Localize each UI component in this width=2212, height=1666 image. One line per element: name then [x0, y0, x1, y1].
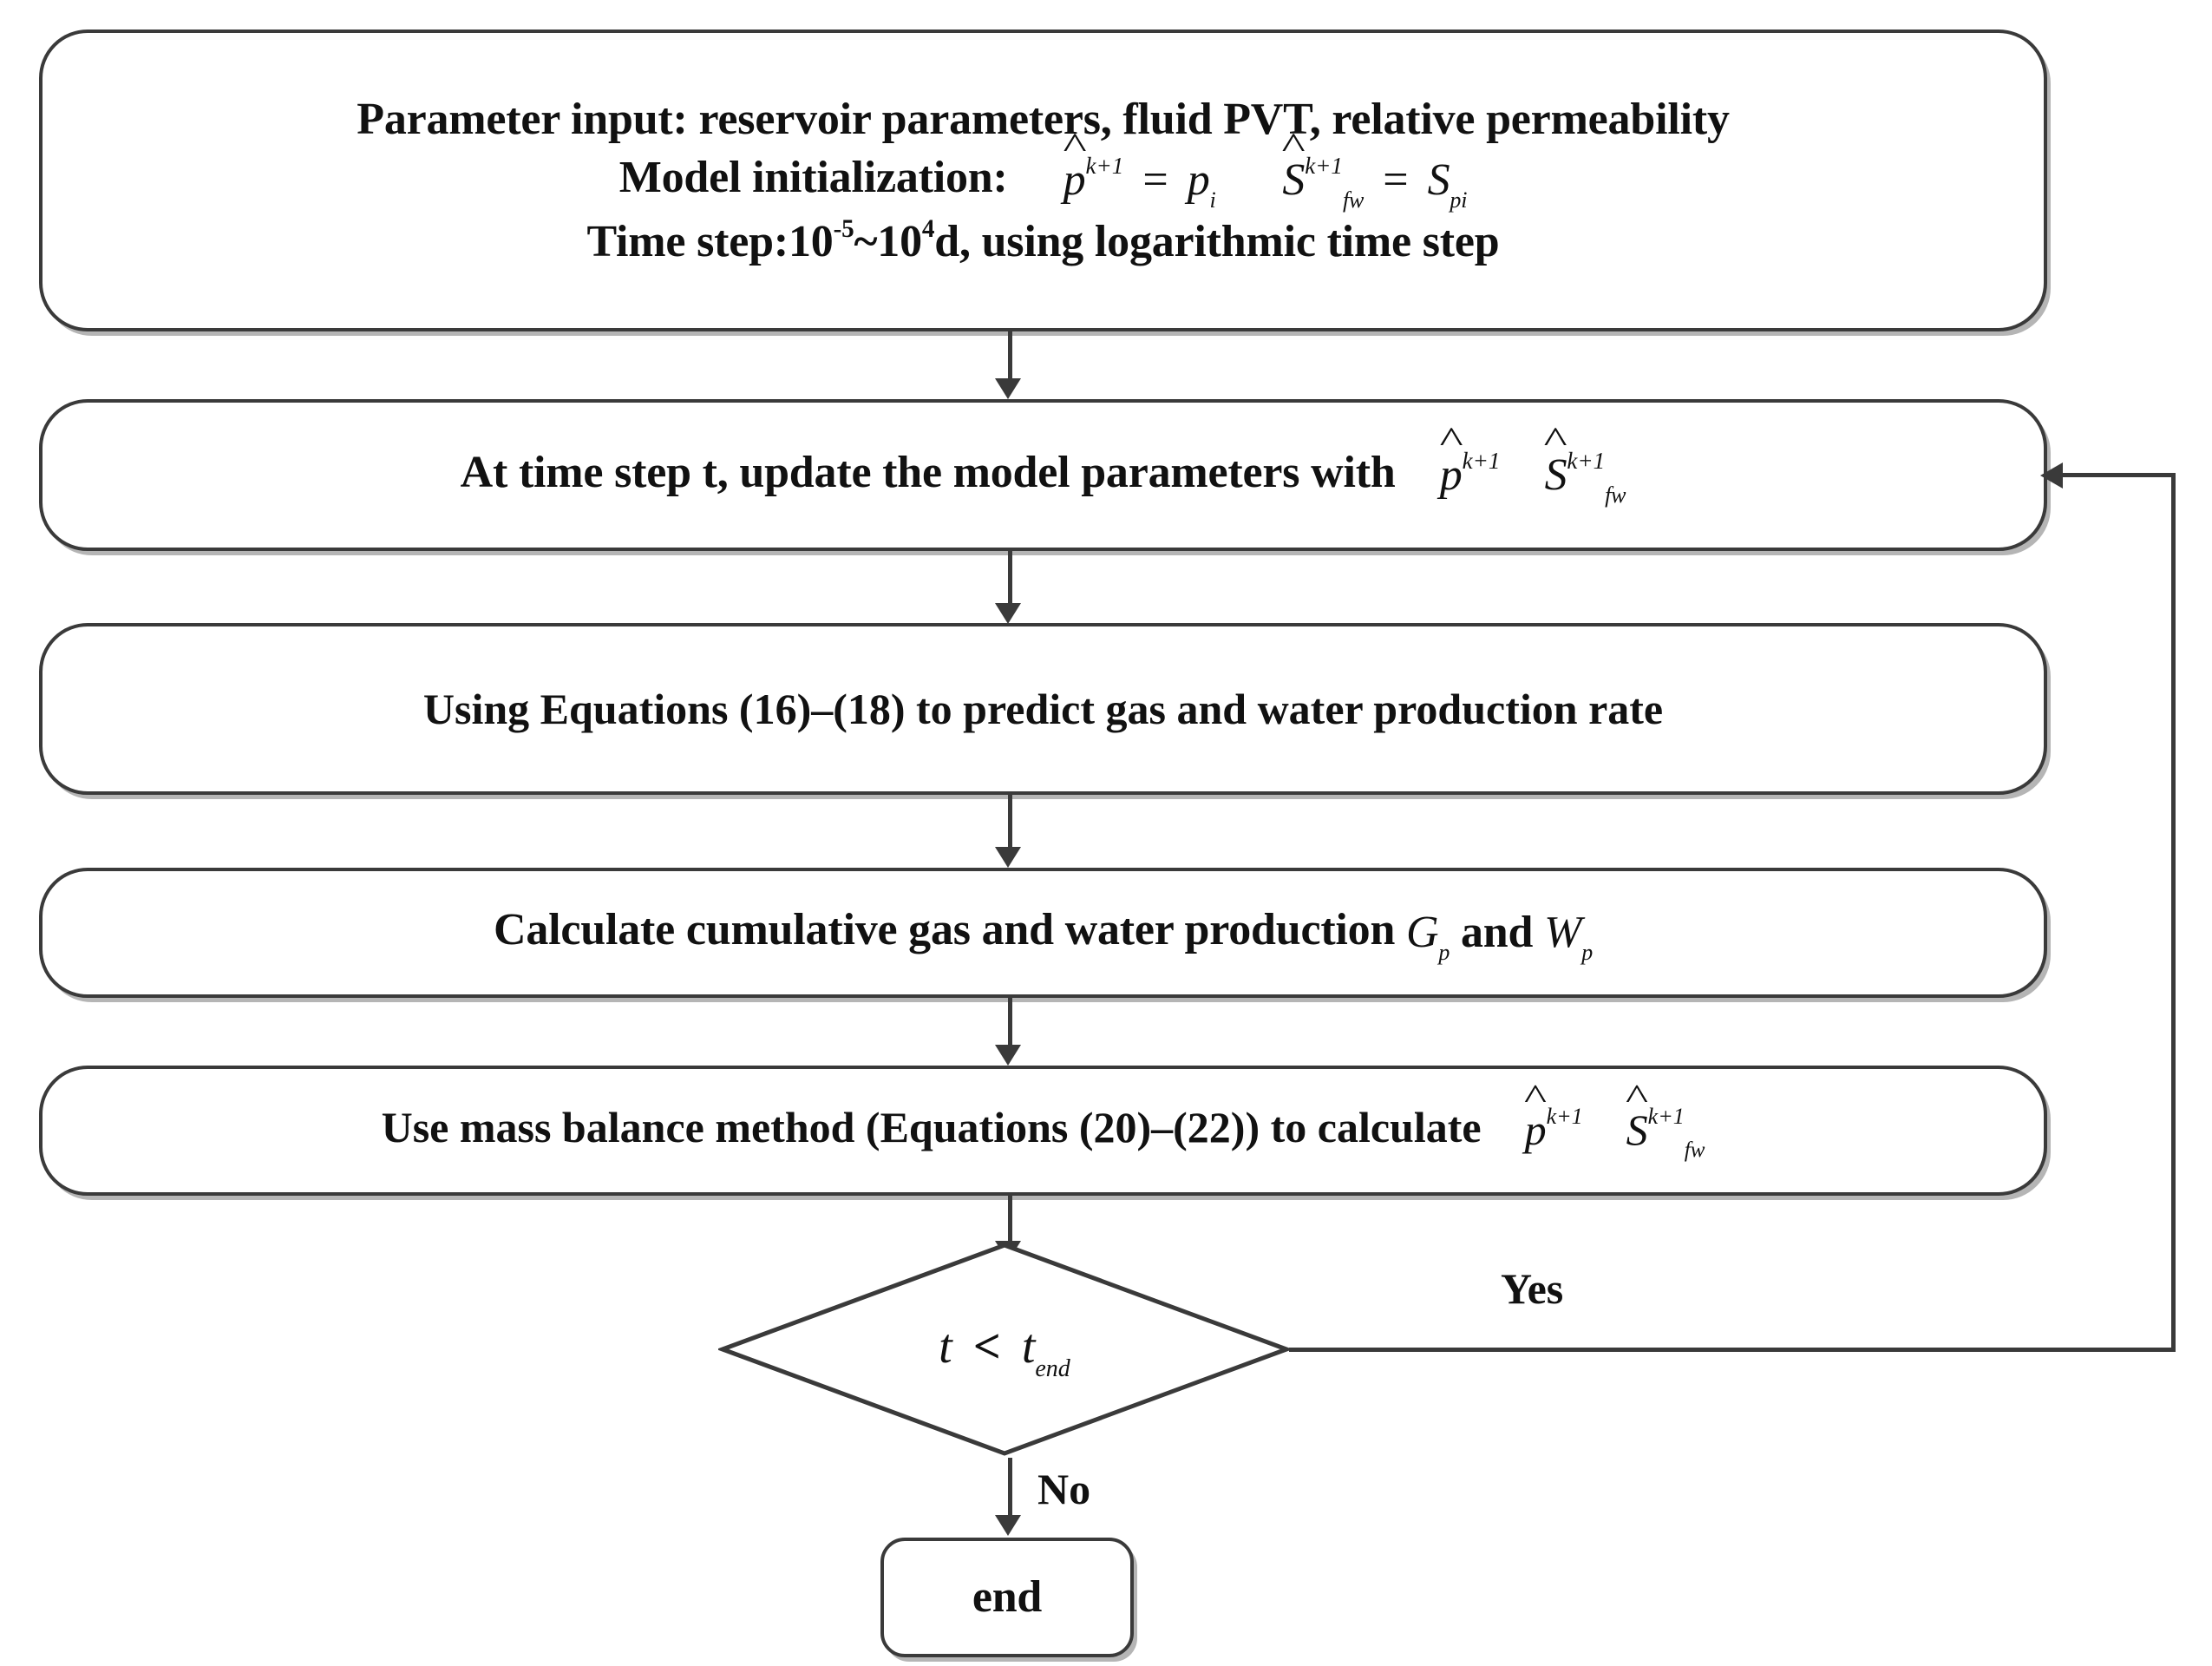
arrowhead-down-icon — [995, 378, 1021, 399]
node-input-line-1: Parameter input: reservoir parameters, f… — [357, 94, 1730, 144]
less-than-operator: < — [972, 1319, 1001, 1374]
edge-label-yes: Yes — [1501, 1264, 1564, 1313]
node-cumulative-production[interactable]: Calculate cumulative gas and water produ… — [39, 868, 2047, 998]
node-mass-balance[interactable]: Use mass balance method (Equations (20)–… — [39, 1066, 2047, 1196]
edge-decision-yes-horizontal — [1289, 1348, 2176, 1352]
time-step-tilde: ~ — [854, 216, 878, 266]
math-p-hat-s-hat: ^pk+1 ^Sk+1fw — [1439, 420, 1626, 508]
hat-accent-icon: ^ — [1544, 420, 1567, 462]
math-p-hat-equals-pi: ^pk+1 = pi ^Sk+1fw = Spi — [1063, 125, 1468, 213]
node-end-label: end — [972, 1572, 1043, 1623]
edge-update-to-predict — [1008, 551, 1012, 605]
node-cumulative-content: Calculate cumulative gas and water produ… — [43, 901, 2044, 966]
node-input-line-3: Time step:10-5~104d, using logarithmic t… — [72, 213, 2014, 272]
time-step-base-1: 10 — [788, 216, 834, 266]
edge-cumulative-to-massbalance — [1008, 998, 1012, 1046]
edge-predict-to-cumulative — [1008, 795, 1012, 849]
decision-label: t < tend — [718, 1241, 1291, 1458]
node-cumulative-text: Calculate cumulative gas and water produ… — [494, 905, 1396, 955]
edge-decision-no-to-end — [1008, 1458, 1012, 1517]
time-step-unit: d — [934, 216, 959, 266]
edge-decision-yes-vertical — [2171, 473, 2176, 1352]
arrowhead-down-icon — [995, 1515, 1021, 1536]
edge-decision-yes-return — [2058, 473, 2176, 477]
hat-accent-icon: ^ — [1626, 1077, 1649, 1118]
node-input-line-2: Model initialization: ^pk+1 = pi ^Sk+1fw… — [72, 125, 2014, 213]
arrowhead-left-icon — [2040, 462, 2063, 489]
time-step-exp-2: 4 — [921, 214, 935, 243]
math-gp-and-wp: Gp and Wp — [1406, 908, 1593, 966]
node-update-content: At time step t, update the model paramet… — [43, 420, 2044, 508]
node-decision-time-check[interactable]: t < tend — [718, 1241, 1291, 1458]
node-update-text: At time step t, update the model paramet… — [460, 447, 1396, 497]
time-step-suffix: , using logarithmic time step — [959, 216, 1500, 266]
hat-accent-icon: ^ — [1063, 125, 1086, 167]
arrowhead-down-icon — [995, 847, 1021, 868]
hat-accent-icon: ^ — [1524, 1077, 1548, 1118]
math-p-hat-s-hat: ^pk+1 ^Sk+1fw — [1524, 1077, 1705, 1163]
node-end[interactable]: end — [880, 1538, 1134, 1657]
math-t-less-than-tend: t < tend — [939, 1319, 1070, 1382]
arrowhead-down-icon — [995, 1045, 1021, 1066]
time-step-exp-1: -5 — [833, 214, 854, 243]
edge-input-to-update — [1008, 331, 1012, 380]
hat-accent-icon: ^ — [1281, 125, 1306, 167]
node-predict-content: Using Equations (16)–(18) to predict gas… — [422, 684, 1664, 733]
node-massbal-content: Use mass balance method (Equations (20)–… — [43, 1077, 2044, 1163]
time-step-prefix: Time step: — [586, 216, 789, 266]
conjunction-and: and — [1461, 908, 1534, 958]
hat-accent-icon: ^ — [1439, 420, 1463, 462]
time-step-base-2: 10 — [877, 216, 922, 266]
diamond-shape-icon — [718, 1243, 1291, 1456]
node-massbal-text: Use mass balance method (Equations (20)–… — [381, 1102, 1482, 1151]
edge-label-no: No — [1037, 1465, 1091, 1513]
edge-massbalance-to-decision — [1008, 1196, 1012, 1243]
node-input-line-2-label: Model initialization: — [618, 153, 1008, 203]
arrowhead-down-icon — [995, 603, 1021, 624]
node-predict-production-rate[interactable]: Using Equations (16)–(18) to predict gas… — [39, 623, 2047, 795]
node-update-parameters[interactable]: At time step t, update the model paramet… — [39, 399, 2047, 551]
node-parameter-input[interactable]: Parameter input: reservoir parameters, f… — [39, 30, 2047, 331]
